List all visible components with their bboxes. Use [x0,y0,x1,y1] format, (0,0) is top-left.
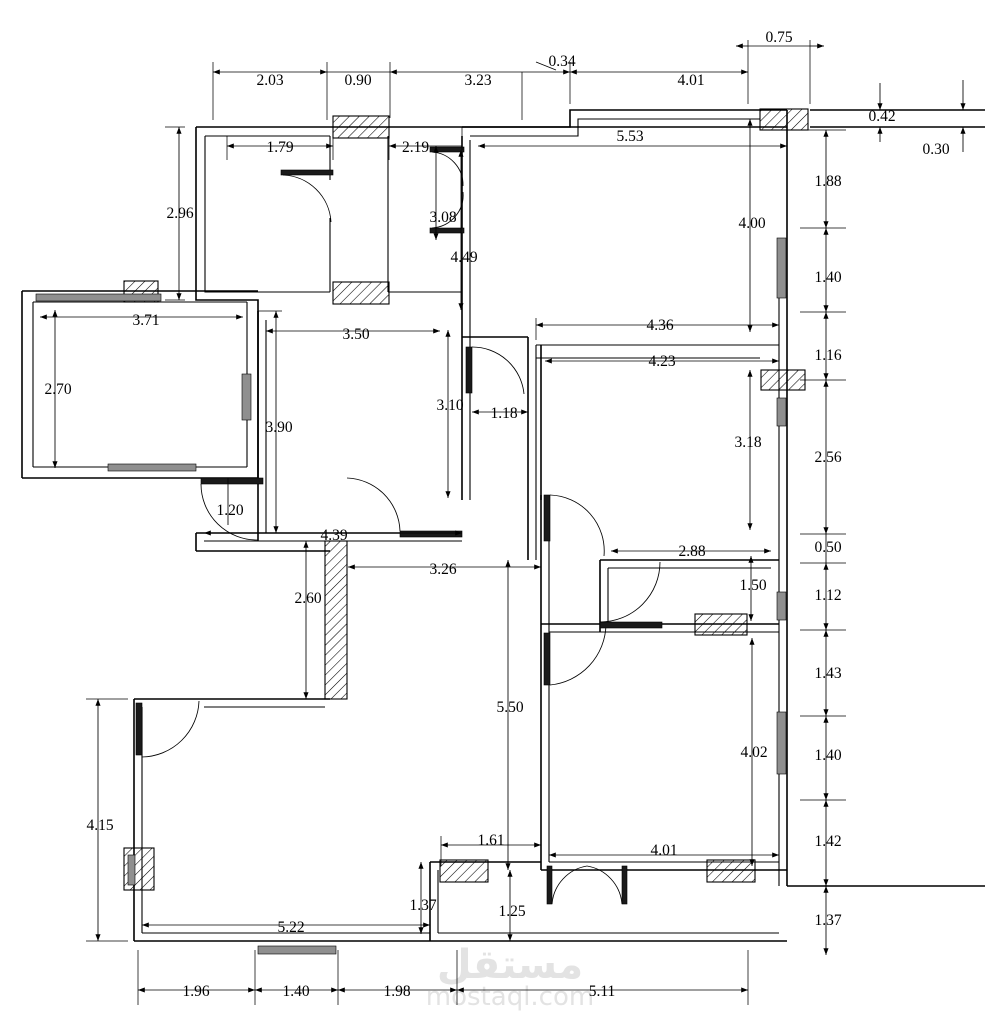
column-right-mid [760,369,806,391]
dim-label-2-88: 2.88 [678,543,705,560]
dim-label-2-03: 2.03 [256,72,283,89]
dim-label-3-23: 3.23 [464,72,491,89]
dim-label-5-50: 5.50 [496,699,523,716]
window-right-b [776,591,787,621]
door-terrace [200,477,264,541]
dim-label-0-34: 0.34 [548,53,575,70]
dim-center-chain: 3.50 3.08 4.49 3.10 1.18 4.39 3.26 2.60 … [204,146,541,941]
dim-label-1-25: 1.25 [498,903,525,920]
dim-label-3-50: 3.50 [342,326,369,343]
window-terrace-right [241,373,252,421]
dim-label-3-26: 3.26 [429,561,456,578]
dim-top-second-row: 1.79 2.19 5.53 0.42 0.30 [226,80,966,160]
dim-bottom-chain: 1.96 1.40 1.98 5.11 [137,950,749,1005]
wall-upper-left-inner [204,136,330,293]
wall-top-step [462,109,787,128]
dim-label-1-61: 1.61 [477,832,504,849]
dim-label-4-39: 4.39 [320,527,347,544]
dim-label-2-96: 2.96 [166,205,193,222]
column-bottom-mid [439,859,489,883]
dim-label-5-53: 5.53 [616,128,643,145]
watermark: مستقل mostaql.com [426,942,594,1012]
dim-label-0-90: 0.90 [344,72,371,89]
dim-label-1-40-a: 1.40 [814,269,841,286]
dim-label-4-49: 4.49 [450,249,477,266]
dim-label-1-88: 1.88 [814,173,841,190]
dim-label-3-10: 3.10 [436,397,463,414]
dim-left-chain: 2.96 3.71 2.70 3.90 1.20 4.15 5.22 [40,126,430,942]
wall-upper-left-outer [195,127,259,311]
window-right-upper [776,237,787,299]
dim-label-4-00: 4.00 [738,215,765,232]
door-lower-left-room [135,700,200,758]
dim-label-4-36: 4.36 [646,317,673,334]
column-top-b [332,281,390,305]
window-terrace-top [35,293,162,302]
dim-label-1-96: 1.96 [182,983,209,1000]
window-right-a [776,397,787,427]
wall-structural-hatched-center [324,540,348,700]
dim-label-4-01-bot: 4.01 [650,842,677,859]
dim-label-1-79: 1.79 [266,139,293,156]
dim-label-1-40-bot: 1.40 [282,983,309,1000]
dim-label-3-18: 3.18 [734,434,761,451]
dim-label-1-20: 1.20 [216,502,243,519]
dim-label-0-30: 0.30 [922,141,949,158]
dim-label-2-70: 2.70 [44,381,71,398]
door-living-lower [543,624,607,686]
structural-columns [123,108,809,891]
dim-label-4-02: 4.02 [740,744,767,761]
dim-label-1-18: 1.18 [490,405,517,422]
watermark-latin-text: mostaql.com [426,982,594,1012]
dim-label-2-56: 2.56 [814,449,841,466]
dim-right-outer-chain: 1.88 1.40 1.16 2.56 0.50 1.12 1.43 1.40 … [800,129,846,955]
dim-label-0-42: 0.42 [868,108,895,125]
window-right-lower [776,711,787,775]
watermark-arabic-text: مستقل [437,942,583,988]
dim-label-1-98: 1.98 [383,983,410,1000]
door-upper-left-bedroom [280,169,334,223]
dim-label-4-01-top: 4.01 [677,72,704,89]
dim-label-1-16: 1.16 [814,347,841,364]
door-bottom-right-double [546,865,628,905]
dim-label-2-19: 2.19 [402,139,429,156]
dim-right-inner-chain: 4.00 4.36 4.23 3.18 2.88 1.50 4.02 4.01 [535,119,779,866]
dim-label-1-40-b: 1.40 [814,747,841,764]
dimension-annotations: 2.03 0.90 3.23 0.34 4.01 0.75 1.79 2.19 [40,29,966,1005]
dim-label-3-90: 3.90 [265,419,292,436]
dim-label-1-43: 1.43 [814,665,841,682]
dim-label-1-50: 1.50 [739,577,766,594]
window-terrace-bottom [107,463,197,472]
dim-label-4-23: 4.23 [648,353,675,370]
dim-label-3-08: 3.08 [429,209,456,226]
dim-label-0-50: 0.50 [814,539,841,556]
door-living-upper [543,494,605,557]
column-top-right [759,108,809,131]
dim-label-5-11: 5.11 [589,983,616,1000]
dim-label-1-42: 1.42 [814,833,841,850]
dim-label-1-12: 1.12 [814,587,841,604]
dim-label-2-60: 2.60 [294,590,321,607]
dim-label-1-37-mid: 1.37 [409,897,436,914]
dim-label-4-15: 4.15 [86,817,113,834]
dim-label-3-71: 3.71 [132,312,159,329]
column-top-a [332,115,390,139]
window-bottom-left [257,945,337,955]
column-mid-right [694,613,748,636]
dim-label-0-75: 0.75 [765,29,792,46]
dim-label-5-22: 5.22 [277,919,304,936]
dim-top-chain: 2.03 0.90 3.23 0.34 4.01 0.75 [212,29,824,120]
windows [35,237,787,955]
column-bottom-right [706,859,756,883]
door-room-288 [599,561,663,629]
dim-label-1-37-r: 1.37 [814,912,841,929]
wall-top-step-inner [470,118,760,137]
window-lowerleft-side [127,854,136,886]
door-living-entry [465,346,525,395]
